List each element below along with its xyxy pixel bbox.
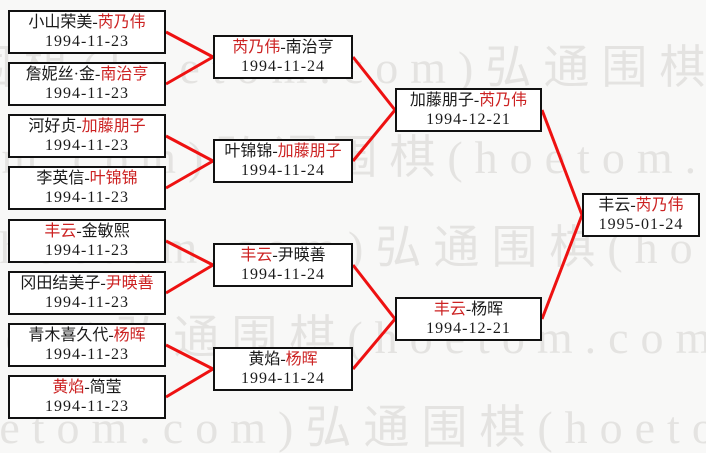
connector-line — [351, 56, 397, 111]
match-date: 1994-11-24 — [240, 370, 326, 387]
match-date: 1994-11-23 — [44, 242, 130, 259]
player-name: -简莹 — [84, 379, 122, 396]
match-box-sf-2: 丰云-杨晖 1994-12-21 — [395, 297, 542, 341]
connector-line — [351, 318, 397, 370]
connector-line — [351, 264, 397, 320]
match-box-r1-8: 黄焰-简莹 1994-11-23 — [8, 375, 166, 419]
match-box-r1-1: 小山荣美-芮乃伟 1994-11-23 — [8, 10, 166, 54]
match-box-r2-1: 芮乃伟-南治亨 1994-11-24 — [213, 35, 353, 79]
match-date: 1994-11-23 — [44, 85, 130, 102]
player-name: 加藤朋子- — [409, 92, 480, 109]
player-name: 冈田结美子- — [20, 275, 106, 292]
player-name: 小山荣美- — [28, 14, 98, 31]
match-date: 1994-11-23 — [44, 294, 130, 311]
player-name: -杨晖 — [465, 301, 504, 318]
match-date: 1994-12-21 — [426, 111, 511, 128]
match-players: 小山荣美-芮乃伟 — [28, 13, 145, 32]
match-box-r2-3: 丰云-尹暎善 1994-11-24 — [213, 243, 353, 287]
player-name: -南治亨 — [280, 39, 334, 56]
match-players: 黄焰-简莹 — [52, 378, 121, 397]
match-players: 冈田结美子-尹暎善 — [20, 274, 153, 293]
winner-name: 尹暎善 — [105, 275, 154, 292]
connector-line — [165, 134, 214, 163]
player-name: 丰云- — [598, 197, 636, 214]
winner-name: 南治亨 — [100, 66, 149, 83]
match-date: 1994-11-23 — [44, 398, 130, 415]
match-box-final: 丰云-芮乃伟 1995-01-24 — [582, 193, 700, 237]
connector-line — [165, 30, 214, 59]
match-date: 1994-11-23 — [44, 137, 130, 154]
match-date: 1994-11-24 — [240, 266, 326, 283]
winner-name: 芮乃伟 — [479, 92, 528, 109]
player-name: 詹妮丝·金- — [25, 66, 101, 83]
player-name: -尹暎善 — [272, 247, 326, 264]
winner-name: 加藤朋子 — [277, 143, 342, 160]
connector-line — [540, 214, 584, 320]
match-box-r1-5: 丰云-金敏熙 1994-11-23 — [8, 219, 166, 263]
match-box-r1-2: 詹妮丝·金-南治亨 1994-11-23 — [8, 62, 166, 106]
match-date: 1994-12-21 — [426, 320, 511, 337]
match-players: 丰云-芮乃伟 — [598, 196, 683, 215]
player-name: 叶锦锦- — [224, 143, 278, 160]
connector-line — [165, 239, 214, 267]
connector-line — [165, 263, 214, 295]
connector-line — [165, 55, 214, 86]
connector-line — [165, 343, 214, 371]
bracket-connectors — [165, 30, 584, 399]
match-players: 丰云-尹暎善 — [240, 246, 325, 265]
winner-name: 芮乃伟 — [97, 14, 146, 31]
winner-name: 加藤朋子 — [81, 118, 146, 135]
winner-name: 杨晖 — [113, 327, 146, 344]
winner-name: 杨晖 — [285, 351, 318, 368]
match-players: 芮乃伟-南治亨 — [232, 38, 333, 57]
winner-name: 丰云 — [44, 223, 77, 240]
winner-name: 黄焰 — [52, 379, 85, 396]
winner-name: 芮乃伟 — [635, 197, 684, 214]
match-box-r2-4: 黄焰-杨晖 1994-11-24 — [213, 347, 353, 391]
player-name: 河好贞- — [28, 118, 82, 135]
match-box-sf-1: 加藤朋子-芮乃伟 1994-12-21 — [395, 88, 542, 132]
winner-name: 叶锦锦 — [89, 170, 138, 187]
player-name: 李英信- — [36, 170, 90, 187]
winner-name: 芮乃伟 — [232, 39, 281, 56]
connector-line — [165, 367, 214, 399]
match-players: 丰云-杨晖 — [434, 300, 503, 319]
player-name: 黄焰- — [248, 351, 286, 368]
connector-line — [165, 159, 214, 190]
match-players: 加藤朋子-芮乃伟 — [410, 91, 527, 110]
match-players: 河好贞-加藤朋子 — [28, 117, 145, 136]
match-box-r1-3: 河好贞-加藤朋子 1994-11-23 — [8, 114, 166, 158]
match-players: 詹妮丝·金-南治亨 — [26, 65, 149, 84]
match-box-r1-6: 冈田结美子-尹暎善 1994-11-23 — [8, 271, 166, 315]
winner-name: 丰云 — [433, 301, 466, 318]
match-players: 叶锦锦-加藤朋子 — [224, 142, 341, 161]
match-date: 1994-11-24 — [240, 58, 326, 75]
match-date: 1994-11-24 — [240, 162, 326, 179]
match-box-r1-4: 李英信-叶锦锦 1994-11-23 — [8, 166, 166, 210]
connector-line — [540, 109, 584, 216]
match-players: 丰云-金敏熙 — [44, 222, 129, 241]
match-players: 李英信-叶锦锦 — [36, 169, 137, 188]
match-box-r2-2: 叶锦锦-加藤朋子 1994-11-24 — [213, 139, 353, 183]
match-date: 1994-11-23 — [44, 189, 130, 206]
match-players: 青木喜久代-杨晖 — [28, 326, 145, 345]
player-name: 青木喜久代- — [28, 327, 114, 344]
match-box-r1-7: 青木喜久代-杨晖 1994-11-23 — [8, 323, 166, 367]
match-date: 1994-11-23 — [44, 346, 130, 363]
match-date: 1994-11-23 — [44, 33, 130, 50]
player-name: -金敏熙 — [76, 223, 130, 240]
connector-line — [351, 109, 397, 162]
match-date: 1995-01-24 — [598, 216, 684, 233]
match-players: 黄焰-杨晖 — [248, 350, 317, 369]
winner-name: 丰云 — [240, 247, 273, 264]
